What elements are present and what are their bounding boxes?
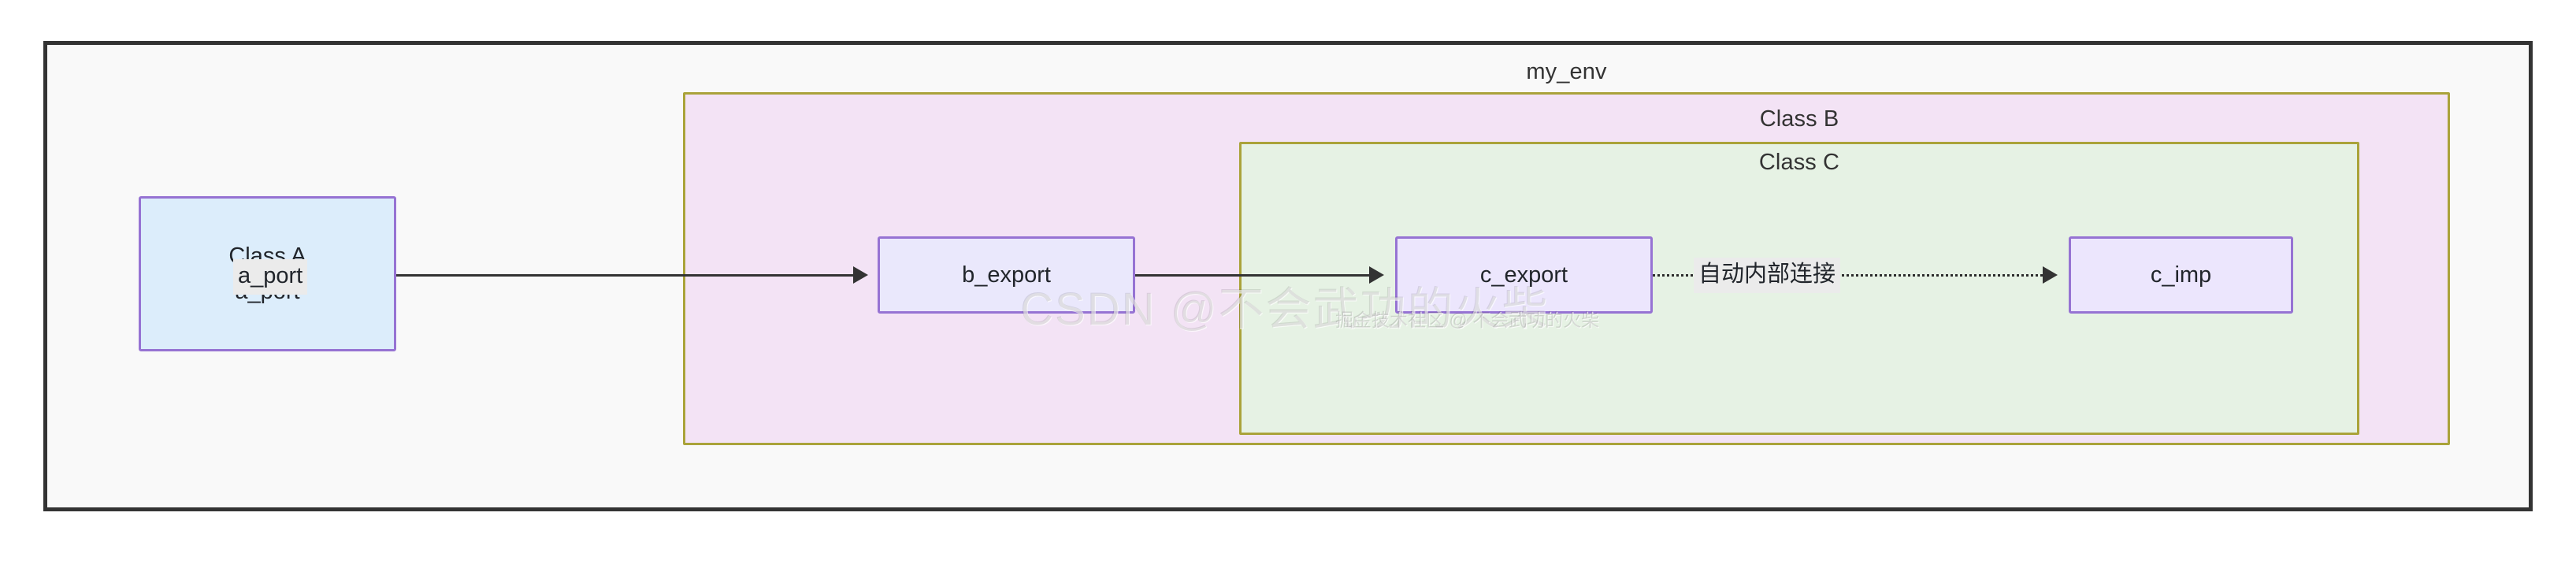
arrowhead-icon-c-to-imp bbox=[2043, 266, 2058, 284]
subgraph-label-class-c: Class C bbox=[1758, 150, 1840, 175]
arrowhead-icon-b-to-c bbox=[1369, 266, 1384, 284]
edge-c-export-to-c-imp bbox=[1653, 274, 2043, 277]
watermark-csdn: CSDN @不会武功的火柴 bbox=[1020, 284, 1550, 335]
arrowhead-icon-a-to-b bbox=[853, 266, 868, 284]
node-c-imp-label: c_imp bbox=[2150, 262, 2212, 288]
subgraph-label-my-env: my_env bbox=[1526, 59, 1607, 84]
node-c-export[interactable]: c_export bbox=[1395, 236, 1653, 314]
node-b-export[interactable]: b_export bbox=[878, 236, 1135, 314]
edge-label-a-port: a_port bbox=[233, 259, 308, 295]
edge-label-auto-internal-connection: 自动内部连接 bbox=[1694, 258, 1841, 293]
node-c-export-label: c_export bbox=[1479, 262, 1568, 288]
diagram-frame: my_env Class B Class C Class A a_port b_… bbox=[43, 41, 2533, 511]
subgraph-label-class-b: Class B bbox=[1759, 106, 1839, 132]
watermark-juejin: 掘金技术社区 @ 不会武功的火柴 bbox=[1335, 310, 1600, 330]
node-b-export-label: b_export bbox=[962, 262, 1051, 288]
edge-class-a-to-b-export bbox=[396, 274, 853, 277]
node-c-imp[interactable]: c_imp bbox=[2069, 236, 2293, 314]
edge-b-export-to-c-export bbox=[1135, 274, 1369, 277]
